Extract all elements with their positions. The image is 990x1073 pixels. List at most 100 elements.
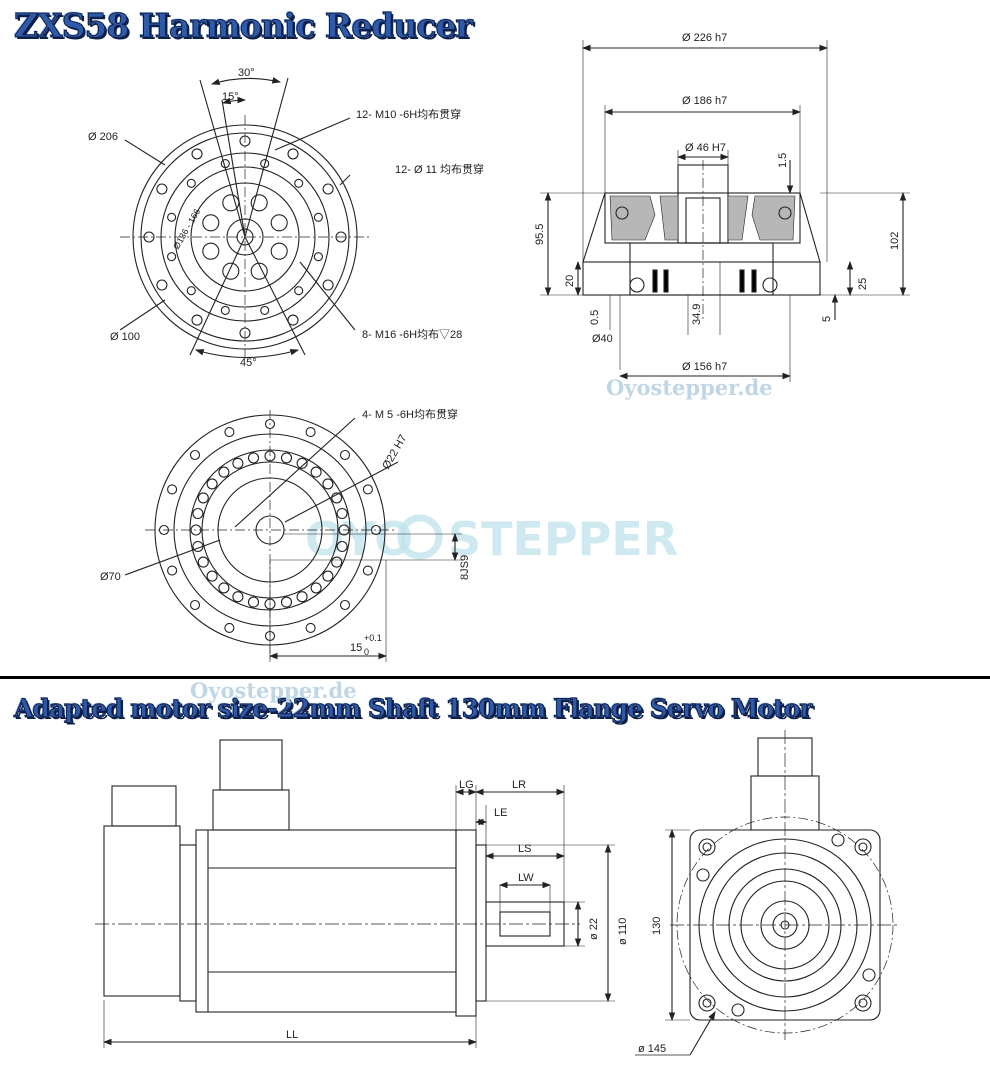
svg-text:15°: 15° [222,91,239,103]
reducer-side-labels: Ø 226 h7 Ø 186 h7 Ø 46 H7 1.5 95.5 102 2… [534,32,901,373]
bolt-hole [222,262,240,280]
flange-hole [189,449,201,461]
svg-text:130: 130 [651,917,663,935]
bearing-roller [197,556,209,568]
svg-text:LL: LL [286,1029,298,1041]
mounting-hole [322,279,334,291]
svg-text:20: 20 [564,275,576,287]
svg-text:12- Ø 11 均布贯穿: 12- Ø 11 均布贯穿 [395,162,484,176]
svg-text:0.5: 0.5 [589,310,601,325]
bearing-roller [336,540,348,553]
bearing-roller [336,507,348,520]
bearing-roller [232,457,244,469]
bearing-roller [280,452,293,464]
svg-text:Ø 156 h7: Ø 156 h7 [682,361,727,373]
svg-text:45°: 45° [240,357,257,369]
mounting-hole [191,314,203,326]
bolt-hole [270,242,288,260]
section-divider [0,676,990,679]
flange-hole [224,622,235,633]
flange-hole [362,484,373,495]
motor-side-view [95,739,615,1048]
threaded-hole [167,252,177,262]
threaded-hole [167,212,177,222]
mounting-hole [156,279,168,291]
svg-text:34.9: 34.9 [691,304,703,325]
bearing-roller [310,582,322,594]
mounting-hole [287,314,299,326]
flange-hole [189,599,201,611]
bearing-roller [206,570,218,582]
flange-hole [339,449,351,461]
threaded-hole [294,178,304,188]
bolt-hole [202,242,220,260]
svg-text:30°: 30° [238,67,255,79]
bearing-roller [206,478,218,490]
flange-hole [305,622,316,633]
threaded-hole [313,212,323,222]
svg-text:STEPPER: STEPPER [448,512,678,566]
svg-text:4- M 5 -6H均布贯穿: 4- M 5 -6H均布贯穿 [362,407,458,421]
svg-text:ø 145: ø 145 [638,1043,666,1055]
threaded-hole [313,252,323,262]
svg-text:102: 102 [889,232,901,250]
flange-hole [305,427,316,438]
bearing-roller [247,596,260,608]
svg-text:5: 5 [821,316,833,322]
bearing-roller [192,507,204,520]
svg-text:Ø 46 H7: Ø 46 H7 [685,142,726,154]
svg-text:ø 22: ø 22 [588,918,600,940]
motor-side-labels: LG LR LE LS LW ø 22 ø 110 LL [286,779,629,1041]
bearing-roller [331,556,343,568]
bearing-roller [322,478,334,490]
svg-text:LW: LW [518,872,534,884]
bearing-roller [232,591,244,603]
bearing-roller [296,457,308,469]
bearing-roller [280,596,293,608]
reducer-rear-labels: 4- M 5 -6H均布贯穿 Ø22 H7 Ø70 8JS9 15 +0.1 0 [100,407,471,657]
bearing-roller [331,492,343,504]
flange-hole [339,599,351,611]
svg-text:Ø 206: Ø 206 [88,131,118,143]
svg-text:Ø22 H7: Ø22 H7 [380,433,409,472]
svg-text:Ø40: Ø40 [592,333,613,345]
bolt-hole [250,194,268,212]
threaded-hole [260,305,270,315]
svg-text:95.5: 95.5 [534,224,546,245]
bearing-roller [247,452,260,464]
motor-front-labels: 130 ø 145 [638,917,666,1055]
motor-title: Adapted motor size-22mm Shaft 130mm Flan… [14,694,814,724]
svg-text:LS: LS [518,843,531,855]
svg-text:Ø 100: Ø 100 [110,331,140,343]
threaded-hole [220,305,230,315]
threaded-hole [186,178,196,188]
svg-text:0: 0 [364,647,369,657]
svg-text:15: 15 [350,642,362,654]
bearing-roller [197,492,209,504]
bearing-roller [322,570,334,582]
reducer-front-view [119,77,370,360]
reducer-front-labels: 30° 15° Ø 206 12- M10 -6H均布贯穿 12- Ø 11 均… [88,67,484,369]
svg-text:1.5: 1.5 [777,153,789,168]
threaded-hole [260,159,270,169]
reducer-side-section [540,40,910,382]
svg-text:8JS9: 8JS9 [459,555,471,580]
site-watermark-2: Oyostepper.de [190,678,357,703]
bearing-roller [218,466,230,478]
svg-text:Ø 226 h7: Ø 226 h7 [682,32,727,44]
reducer-rear-view [124,410,462,662]
svg-text:+0.1: +0.1 [364,633,382,643]
svg-text:25: 25 [857,278,869,290]
svg-text:Ø 186 h7: Ø 186 h7 [682,95,727,107]
motor-front-view [635,730,900,1056]
bearing-roller [296,591,308,603]
svg-text:LE: LE [494,807,507,819]
mounting-hole [287,148,299,160]
bolt-hole [270,214,288,232]
flange-hole [362,565,373,576]
mounting-hole [322,183,334,195]
flange-hole [167,484,178,495]
flange-hole [224,427,235,438]
mounting-hole [191,148,203,160]
